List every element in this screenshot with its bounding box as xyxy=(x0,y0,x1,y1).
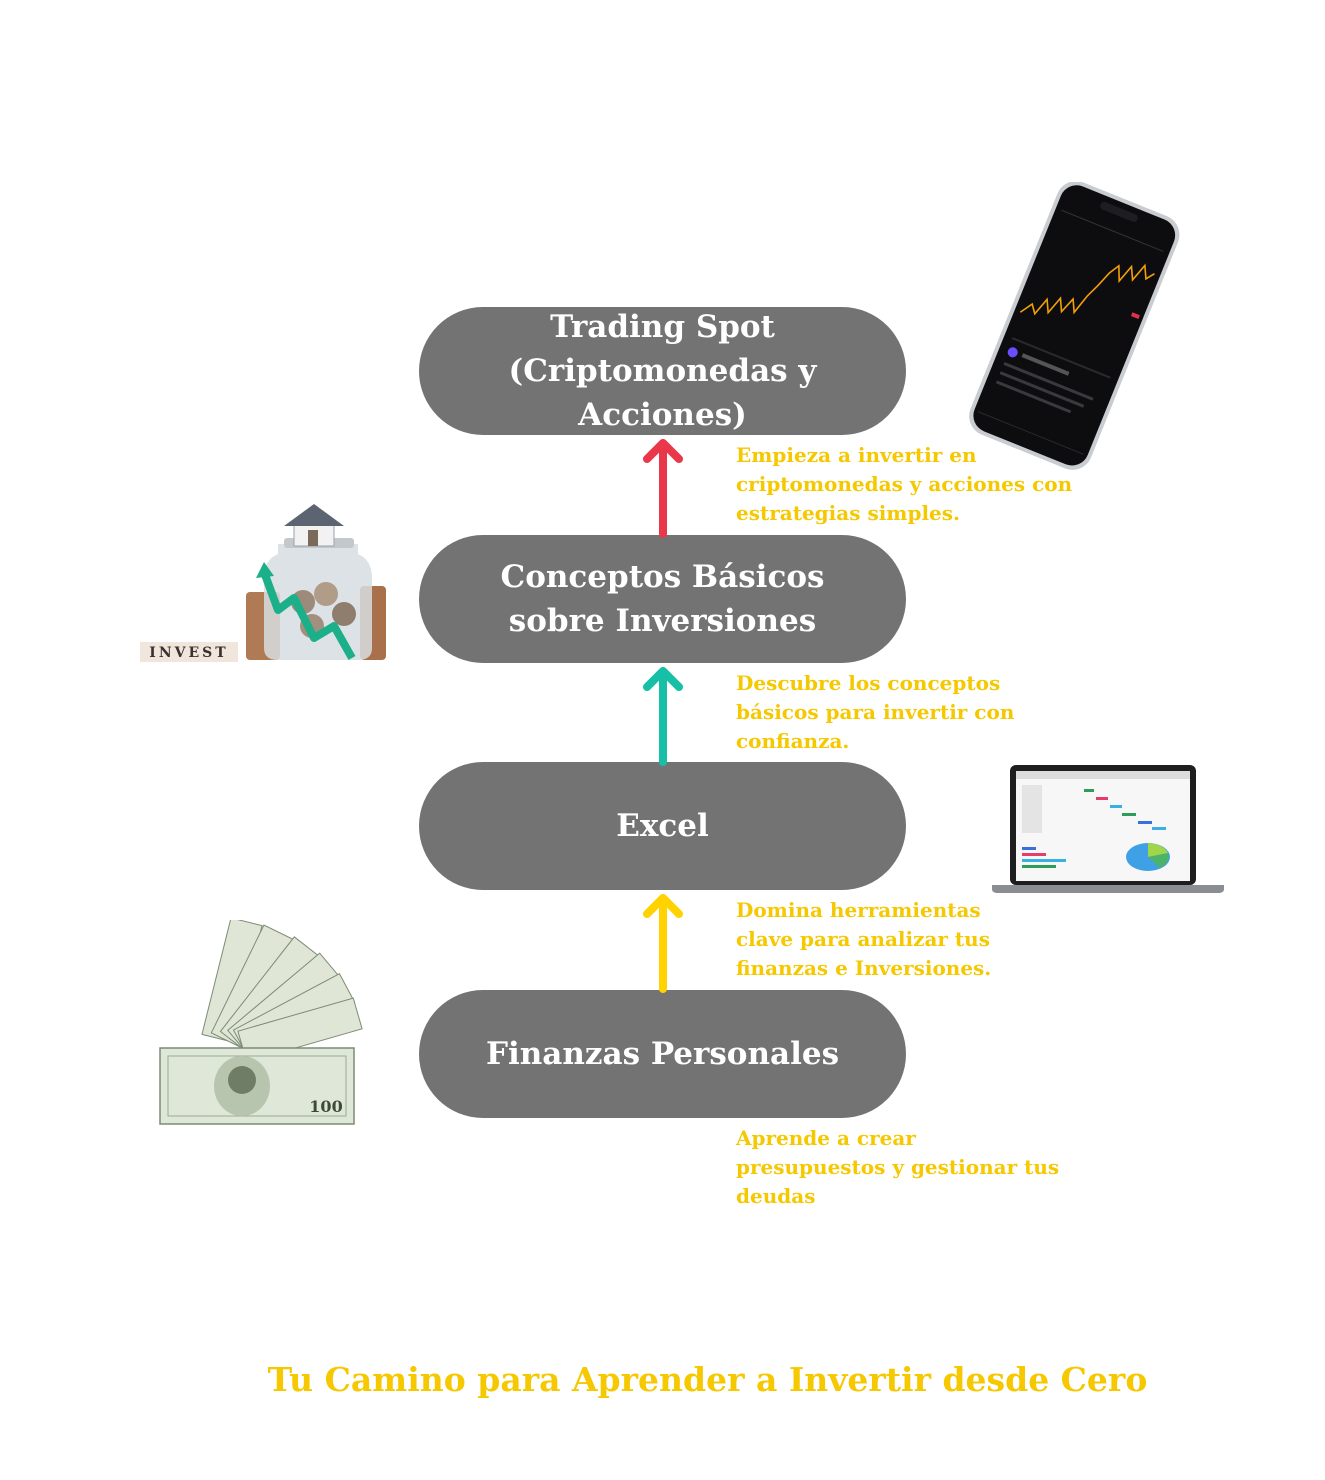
description-excel: Domina herramientas clave para analizar … xyxy=(736,898,992,980)
step-conceptos-basicos: Conceptos Básicos sobre Inversiones xyxy=(419,535,906,663)
banknote-value: 100 xyxy=(309,1097,342,1116)
page-title: Tu Camino para Aprender a Invertir desde… xyxy=(267,1360,1148,1399)
step-excel: Excel xyxy=(419,762,906,890)
invest-blocks-label: INVEST xyxy=(149,645,228,661)
laptop-excel-image xyxy=(992,765,1224,893)
arrow-up-red xyxy=(643,439,683,538)
smartphone-trading-image xyxy=(969,182,1180,470)
step-trading-spot: Trading Spot (Criptomonedas y Acciones) xyxy=(419,307,906,435)
description-conceptos-basicos: Descubre los conceptos básicos para inve… xyxy=(736,671,1015,753)
arrow-up-teal xyxy=(643,667,683,766)
arrow-up-yellow xyxy=(643,894,683,993)
description-finanzas-personales: Aprende a crear presupuestos y gestionar… xyxy=(736,1126,1060,1208)
banknotes-image: 100 xyxy=(159,920,363,1125)
invest-jar-image: INVEST xyxy=(140,504,386,662)
description-trading-spot: Empieza a invertir en criptomonedas y ac… xyxy=(736,443,1073,525)
step-finanzas-personales: Finanzas Personales xyxy=(419,990,906,1118)
